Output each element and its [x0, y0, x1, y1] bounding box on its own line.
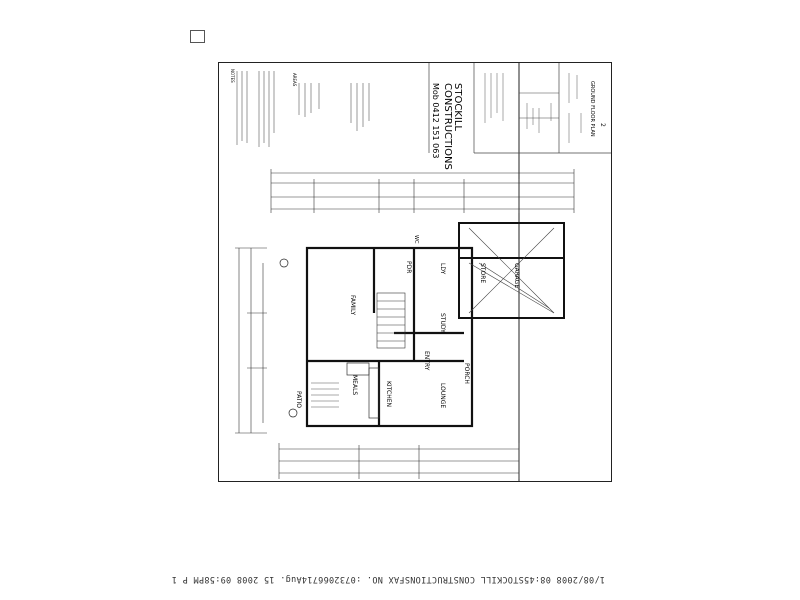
company-name-line2: CONSTRUCTIONS: [442, 83, 453, 170]
notes-area: NOTES AREAS: [230, 69, 370, 147]
corner-mark: [190, 30, 205, 43]
room-study: STUDY: [439, 313, 446, 333]
fax-right-stamp: Aug. 15 2008 09:58PM P 1: [171, 574, 302, 584]
room-store: STORE: [479, 263, 486, 283]
sheet-number: 2: [599, 123, 606, 127]
fax-company: STOCKILL CONSTRUCTIONS: [404, 574, 524, 584]
fax-left-stamp: 1/08/2008 08:45: [523, 574, 605, 584]
notes-heading: NOTES: [230, 69, 235, 83]
house-walls: [305, 246, 474, 428]
stair-treads: [376, 292, 406, 349]
room-wc: WC: [413, 235, 419, 244]
title-block: STOCKILL CONSTRUCTIONS Mob 0412 151 063 …: [428, 63, 611, 481]
room-entry: ENTRY: [423, 351, 430, 371]
room-ldy: LDY: [439, 263, 446, 275]
dimension-lines-top: [270, 169, 575, 213]
section-marker-icon: [288, 408, 298, 418]
patio-hatching: [311, 382, 339, 408]
room-garage: GARAGE: [513, 263, 520, 288]
drawing-sheet: STOCKILL CONSTRUCTIONS Mob 0412 151 063 …: [218, 62, 612, 482]
drawing-title: GROUND FLOOR PLAN: [589, 81, 595, 137]
room-meals: MEALS: [351, 375, 358, 395]
room-patio: PATIO: [295, 391, 302, 408]
floor-plan-drawing: STOCKILL CONSTRUCTIONS Mob 0412 151 063 …: [230, 63, 611, 481]
dimension-lines-left: [235, 247, 267, 434]
room-kitchen: KITCHEN: [385, 381, 392, 407]
company-name-line1: STOCKILL: [452, 83, 463, 131]
room-lounge: LOUNGE: [439, 383, 446, 408]
company-mobile: Mob 0412 151 063: [431, 83, 440, 158]
room-porch: PORCH: [463, 363, 470, 384]
garage-roof-lines: [468, 227, 555, 314]
room-family: FAMILY: [349, 295, 356, 315]
areas-heading: AREAS: [292, 73, 297, 87]
dimension-lines-bottom: [278, 443, 520, 479]
fax-header-line: 1/08/2008 08:45 STOCKILL CONSTRUCTIONS F…: [172, 570, 605, 584]
room-pdr: PDR: [405, 261, 412, 273]
kitchen-benches: [346, 362, 380, 419]
room-labels: FAMILY MEALS KITCHEN LOUNGE ENTRY STUDY …: [295, 235, 520, 408]
garage-walls: [458, 222, 565, 319]
north-point-icon: [279, 258, 289, 268]
fax-number: FAX NO. :0732066714: [301, 574, 405, 584]
